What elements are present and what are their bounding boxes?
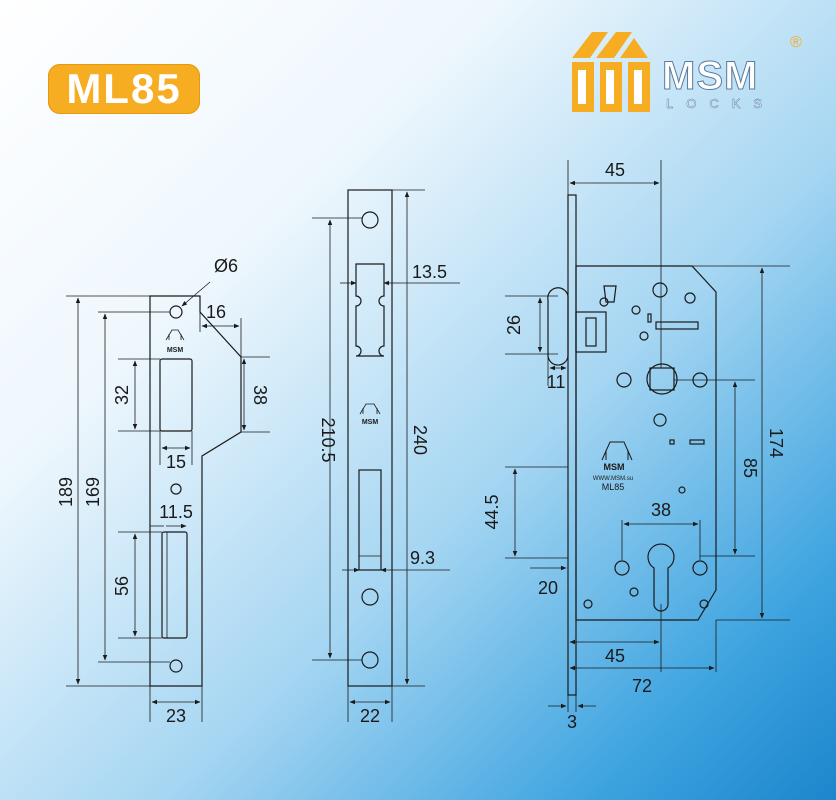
dim-strike-slot1-height: 32 <box>112 385 132 405</box>
dim-face-hole-spacing: 210.5 <box>318 417 338 462</box>
dim-face-bolt-offset: 9.3 <box>410 548 435 568</box>
strike-slot-lower <box>161 531 188 639</box>
dim-strike-height-holes: 169 <box>83 477 103 507</box>
dim-strike-slot2-inset: 11.5 <box>159 502 193 522</box>
dim-strike-hole: Ø6 <box>214 256 238 276</box>
dim-lock-bolt-height: 44.5 <box>482 494 502 529</box>
dim-face-latch-offset: 13.5 <box>412 262 447 282</box>
faceplate-hole-top <box>361 211 379 229</box>
brand-logo: MSM LOCKS ® <box>568 26 818 116</box>
dim-strike-width: 23 <box>166 706 186 726</box>
dim-strike-slot1-width: 15 <box>166 452 186 472</box>
faceplate-outline <box>347 189 393 687</box>
dim-lock-faceplate-thickness: 3 <box>567 712 577 732</box>
dim-strike-offset: 16 <box>206 302 226 322</box>
faceplate-latch-slot <box>355 263 385 357</box>
dim-lock-latch-projection: 11 <box>547 372 566 392</box>
dim-face-width: 22 <box>360 706 380 726</box>
body-stamp-logo: MSM <box>604 462 625 472</box>
body-stamp-icon <box>601 441 633 461</box>
dim-lock-center-distance: 85 <box>740 458 760 478</box>
dim-lock-backset: 45 <box>605 160 625 180</box>
faceplate-bolt-slot <box>358 469 382 571</box>
strike-stamp-text: MSM <box>167 347 184 354</box>
dim-face-length: 240 <box>410 425 430 455</box>
faceplate-stamp-icon <box>359 403 381 415</box>
strike-slot-upper <box>159 358 193 432</box>
latch-bolt <box>547 287 569 366</box>
model-label: ML85 <box>66 65 182 112</box>
dim-lock-latch-height: 26 <box>504 315 524 335</box>
body-stamp-site: WWW.MSM.su <box>593 476 633 482</box>
dim-lock-backset-bottom: 45 <box>605 646 625 666</box>
brand-registered-mark: ® <box>790 34 802 51</box>
brand-house-icon <box>572 32 650 112</box>
dim-strike-step-height: 38 <box>250 385 270 405</box>
dim-strike-height-total: 189 <box>56 477 76 507</box>
dim-lock-bolt-projection: 20 <box>538 578 558 598</box>
faceplate-stamp-text: MSM <box>362 419 379 426</box>
brand-name: MSM <box>661 54 759 99</box>
dim-lock-body-height: 174 <box>766 428 786 458</box>
dim-strike-slot2-height: 56 <box>112 576 132 596</box>
spindle-square <box>649 367 675 391</box>
body-stamp-model: ML85 <box>602 482 625 492</box>
strike-hole-bottom <box>169 659 183 673</box>
strike-hole-mid <box>170 483 182 495</box>
model-badge: ML85 <box>48 64 200 114</box>
brand-sub: LOCKS <box>666 96 776 112</box>
dim-lock-cylinder-distance: 38 <box>651 500 671 520</box>
dim-lock-depth: 72 <box>632 676 652 696</box>
cylinder-cutout <box>647 543 675 612</box>
strike-stamp-icon <box>165 329 185 341</box>
